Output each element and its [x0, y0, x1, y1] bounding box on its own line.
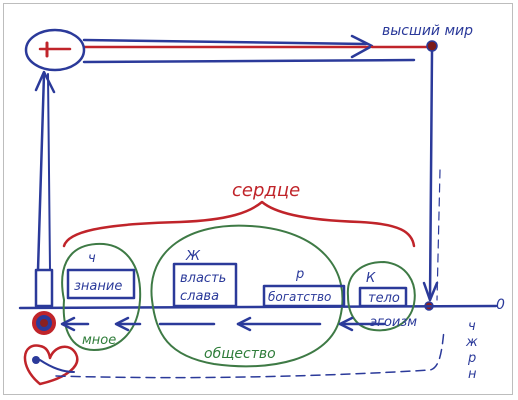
top-arrow-line-upper — [82, 38, 368, 46]
mine-label: мное — [82, 333, 116, 348]
power-letter: Ж — [185, 249, 201, 264]
heart-brace — [62, 200, 416, 248]
top-left-ellipse — [24, 28, 86, 72]
return-arrowhead-2 — [114, 316, 130, 332]
main-axis: 0 — [18, 297, 505, 313]
power-group: Ж власть слава — [172, 249, 238, 308]
wealth-box — [262, 284, 346, 308]
body-label: тело — [368, 291, 400, 306]
axis-line — [18, 304, 498, 310]
drawing-frame — [3, 3, 513, 395]
side-letter-1: ч — [468, 319, 476, 334]
top-arrow-group — [82, 34, 434, 64]
bottom-left-dot — [40, 319, 48, 327]
return-arrows — [60, 316, 386, 332]
higher-world-dot — [426, 40, 438, 52]
power-box — [172, 262, 238, 308]
knowledge-circle — [61, 242, 142, 351]
category-boxes: ч знание Ж власть слава р богатство К те… — [66, 249, 408, 308]
society-label: общество — [204, 346, 276, 362]
heart-dot — [32, 356, 40, 364]
higher-world-label: высший мир — [382, 23, 473, 39]
zero-label: 0 — [496, 297, 505, 313]
heart-line — [39, 359, 75, 373]
top-arrow-line-lower — [82, 58, 416, 64]
heart-bracket: сердце — [62, 180, 416, 248]
power-label-line2: слава — [180, 289, 219, 304]
heart-label: сердце — [232, 180, 300, 201]
side-letter-3: р — [467, 351, 476, 366]
knowledge-group: ч знание — [66, 251, 136, 300]
body-box — [358, 286, 408, 308]
right-descent — [422, 50, 441, 311]
left-vertical-line-1 — [36, 72, 46, 272]
society-circle — [150, 224, 344, 368]
body-letter: К — [366, 271, 376, 286]
side-letter-2: ж — [465, 335, 478, 350]
return-arrowhead-4 — [236, 316, 252, 332]
wealth-label: богатство — [268, 290, 331, 304]
left-ascent — [34, 70, 56, 308]
side-letters: ч ж р н — [465, 319, 478, 382]
left-vertical-line-2 — [47, 73, 51, 271]
right-down-arrowhead — [422, 281, 439, 302]
left-up-arrowhead — [34, 70, 56, 94]
heart-icon — [23, 344, 79, 386]
left-box — [34, 268, 54, 308]
bottom-left-node — [23, 311, 445, 386]
right-vertical-line — [428, 50, 434, 302]
wealth-letter: р — [295, 267, 304, 282]
wealth-group: р богатство — [262, 267, 346, 308]
knowledge-letter: ч — [88, 251, 96, 266]
side-letter-4: н — [468, 367, 477, 382]
knowledge-box — [66, 268, 136, 300]
body-circle — [346, 261, 416, 332]
right-dashed-line — [436, 169, 441, 301]
body-group: К тело — [358, 271, 408, 308]
bottom-dashed-curve — [55, 329, 445, 379]
return-arrowhead-1 — [60, 316, 76, 332]
return-arrowhead-5 — [338, 316, 354, 332]
knowledge-label: знание — [74, 279, 122, 294]
green-groups — [61, 224, 416, 368]
egoism-label: эгоизм — [370, 315, 417, 330]
power-label-line1: власть — [180, 271, 226, 286]
top-left-node — [24, 28, 86, 72]
